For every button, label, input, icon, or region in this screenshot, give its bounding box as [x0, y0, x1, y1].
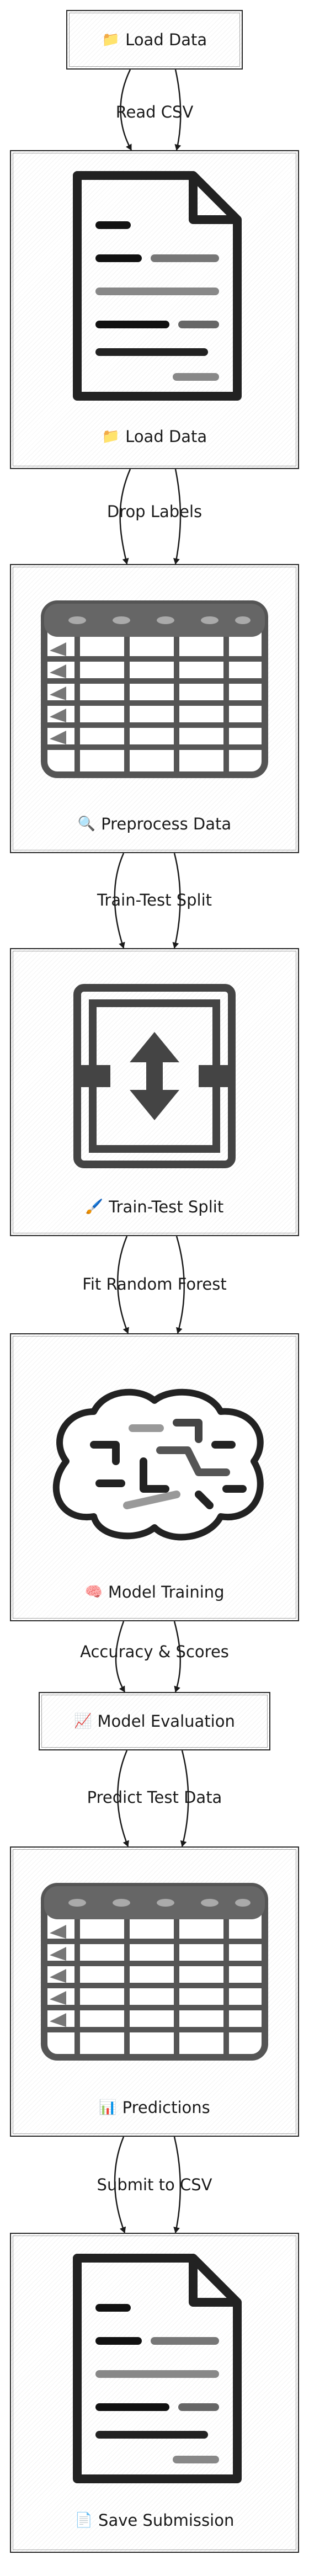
- edge-arrow-7a: [114, 2136, 126, 2233]
- folder-icon: 📁: [102, 428, 120, 445]
- edge-arrow-6a: [117, 1750, 129, 1847]
- node-caption: 📄 Save Submission: [11, 2511, 298, 2530]
- node-caption: 📁 Load Data: [11, 427, 298, 446]
- node-label: Save Submission: [98, 2511, 235, 2530]
- node-label: Preprocess Data: [101, 815, 232, 833]
- node-caption: 🖌️ Train-Test Split: [11, 1197, 298, 1216]
- node-label: Train-Test Split: [109, 1197, 224, 1216]
- node-label: Load Data: [125, 30, 207, 49]
- edge-arrow-1a: [120, 69, 132, 151]
- node-model-evaluation[interactable]: 📈 Model Evaluation: [39, 1692, 270, 1750]
- split-arrows-icon: [73, 984, 236, 1168]
- brush-icon: 🖌️: [85, 1199, 104, 1215]
- node-load-data-2[interactable]: 📁 Load Data: [10, 150, 299, 469]
- node-save-submission[interactable]: 📄 Save Submission: [10, 2233, 299, 2553]
- bar-chart-icon: 📊: [99, 2099, 117, 2116]
- node-load-data-1[interactable]: 📁 Load Data: [66, 10, 243, 70]
- edge-arrow-6b: [180, 1750, 189, 1847]
- table-icon: [41, 1883, 268, 2061]
- edge-label-drop-labels: Drop Labels: [106, 502, 203, 521]
- node-train-test-split[interactable]: 🖌️ Train-Test Split: [10, 948, 299, 1236]
- node-preprocess-data[interactable]: 🔍 Preprocess Data: [10, 564, 299, 853]
- edge-arrow-2b: [173, 469, 182, 565]
- edge-arrow-3a: [114, 853, 125, 949]
- edge-arrow-5b: [173, 1621, 181, 1693]
- magnifier-icon: 🔍: [77, 816, 96, 832]
- node-label: Model Training: [108, 1583, 225, 1601]
- edge-label-accuracy-scores: Accuracy & Scores: [80, 1642, 229, 1661]
- edge-label-fit-random-forest: Fit Random Forest: [82, 1275, 227, 1294]
- chart-increasing-icon: 📈: [74, 1713, 92, 1729]
- node-caption: 🔍 Preprocess Data: [11, 815, 298, 833]
- node-caption: 🧠 Model Training: [11, 1583, 298, 1601]
- edge-label-submit-to-csv: Submit to CSV: [97, 2175, 212, 2194]
- node-label: Load Data: [125, 427, 207, 446]
- node-label: Model Evaluation: [97, 1712, 235, 1731]
- edge-label-train-test-split: Train-Test Split: [97, 891, 212, 909]
- edge-arrow-7b: [173, 2136, 181, 2233]
- edge-arrow-3b: [172, 853, 181, 949]
- edge-label-read-csv: Read CSV: [115, 103, 194, 121]
- edge-arrow-4b: [175, 1236, 185, 1334]
- edge-arrow-5a: [115, 1621, 126, 1693]
- page-icon: 📄: [74, 2512, 93, 2529]
- node-predictions[interactable]: 📊 Predictions: [10, 1846, 299, 2137]
- node-label: Predictions: [122, 2098, 210, 2117]
- edge-arrow-1b: [174, 69, 182, 151]
- brain-icon: 🧠: [84, 1584, 103, 1600]
- document-icon: [73, 2254, 242, 2483]
- brain-icon: [52, 1388, 264, 1541]
- edge-label-predict-test-data: Predict Test Data: [87, 1788, 222, 1807]
- edge-arrow-2a: [119, 469, 131, 565]
- folder-icon: 📁: [102, 31, 120, 48]
- node-model-training[interactable]: 🧠 Model Training: [10, 1333, 299, 1621]
- document-icon: [73, 171, 242, 401]
- node-caption: 📊 Predictions: [11, 2098, 298, 2117]
- edge-arrow-4a: [117, 1236, 129, 1334]
- table-icon: [41, 600, 268, 778]
